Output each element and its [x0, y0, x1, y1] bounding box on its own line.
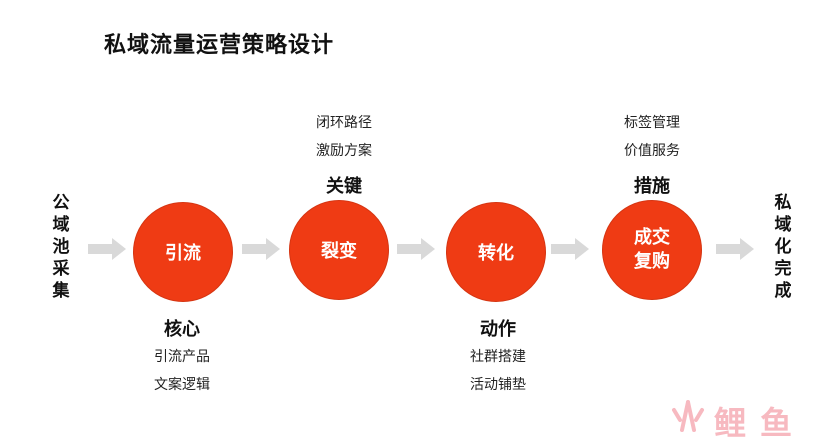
logo-char: 鲤 — [714, 404, 747, 442]
section-item: 标签管理 — [624, 115, 680, 131]
section-item: 社群搭建 — [470, 349, 526, 365]
node-label: 成交 — [634, 227, 670, 248]
section-item: 闭环路径 — [316, 115, 372, 131]
node-traffic: 引流 — [133, 202, 233, 302]
arrow-icon — [397, 238, 435, 260]
flame-logo-icon — [672, 400, 704, 432]
section-item: 文案逻辑 — [154, 377, 210, 393]
start-char: 公 — [52, 193, 70, 213]
node-label: 转化 — [478, 243, 514, 264]
arrow-icon — [88, 238, 126, 260]
arrow-icon — [716, 238, 754, 260]
node-label: 裂变 — [321, 241, 357, 262]
section-heading-key: 关键 — [326, 176, 362, 197]
node-fission: 裂变 — [289, 200, 389, 300]
start-char: 采 — [52, 259, 70, 279]
watermark-logo: 鲤 鱼 — [668, 396, 818, 442]
end-char: 域 — [774, 215, 792, 235]
page-title: 私域流量运营策略设计 — [104, 33, 335, 58]
start-char: 域 — [52, 215, 70, 235]
node-repurchase: 成交 复购 — [602, 200, 702, 300]
arrow-icon — [551, 238, 589, 260]
section-item: 引流产品 — [154, 349, 210, 365]
arrow-icon — [242, 238, 280, 260]
node-label: 引流 — [165, 243, 201, 264]
end-label: 私 域 化 完 成 — [772, 192, 794, 302]
section-heading-action: 动作 — [480, 319, 516, 340]
node-conversion: 转化 — [446, 202, 546, 302]
end-char: 私 — [774, 193, 792, 213]
section-heading-core: 核心 — [164, 319, 200, 340]
section-item: 活动铺垫 — [470, 377, 526, 393]
logo-char: 鱼 — [760, 404, 793, 442]
end-char: 成 — [774, 281, 792, 301]
start-label: 公 域 池 采 集 — [50, 192, 72, 302]
section-item: 价值服务 — [624, 143, 680, 159]
end-char: 化 — [774, 237, 792, 257]
start-char: 池 — [52, 237, 70, 257]
section-heading-measures: 措施 — [634, 176, 670, 197]
node-label: 复购 — [634, 251, 670, 272]
end-char: 完 — [774, 259, 792, 279]
start-char: 集 — [52, 281, 70, 301]
section-item: 激励方案 — [316, 143, 372, 159]
